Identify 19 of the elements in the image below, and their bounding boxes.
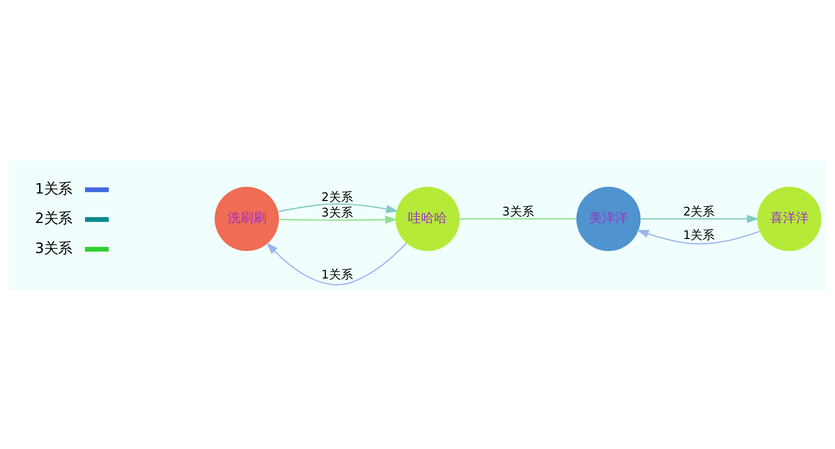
connector <box>460 218 576 219</box>
arrow <box>279 215 398 224</box>
node-circle: 洗刷刷 <box>214 186 279 251</box>
arrow <box>266 242 407 285</box>
edge-label: 1关系 <box>683 228 715 242</box>
edge-label: 3关系 <box>321 205 353 220</box>
node-circle: 哇哈哈 <box>396 186 460 251</box>
edge-label: 2关系 <box>321 190 353 204</box>
arrow <box>636 229 760 244</box>
edge-label: 3关系 <box>502 204 534 218</box>
legend-label: 1关系 <box>35 180 72 197</box>
node-circle: 美洋洋 <box>576 186 641 251</box>
legend-label: 3关系 <box>35 240 72 256</box>
node-circle: 喜洋洋 <box>757 186 822 251</box>
arrow <box>278 202 398 213</box>
edge-label: 2关系 <box>683 204 715 218</box>
edge-label: 1关系 <box>321 266 353 281</box>
arrow <box>640 214 759 223</box>
legend-label: 2关系 <box>35 210 72 227</box>
